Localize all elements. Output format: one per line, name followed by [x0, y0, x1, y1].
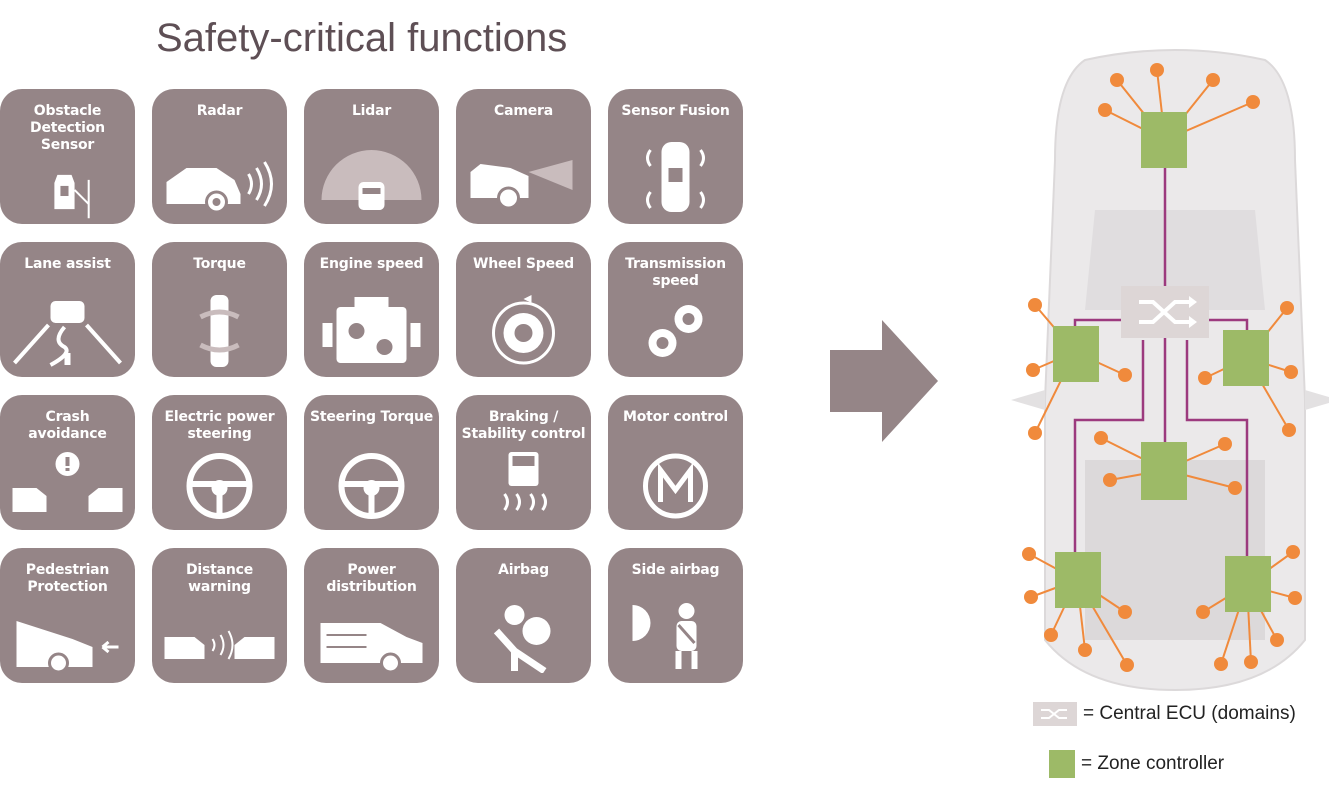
tile-camera: Camera	[456, 89, 591, 224]
tile-braking-stability: Braking / Stability control	[456, 395, 591, 530]
legend-label-zone-controller: = Zone controller	[1081, 753, 1225, 774]
tile-steering-torque: Steering Torque	[304, 395, 439, 530]
obstacle-sensor-icon	[12, 159, 123, 224]
tile-wheel-speed: Wheel Speed	[456, 242, 591, 377]
legend-central-ecu: = Central ECU (domains)	[1033, 699, 1296, 729]
tile-label: Airbag	[498, 562, 549, 578]
wheel-speed-icon	[468, 295, 579, 367]
pedestrian-protection-icon	[12, 601, 123, 674]
function-grid: Obstacle Detection Sensor Radar Lidar Ca…	[0, 89, 743, 683]
zone-controller-left-rear	[1055, 552, 1101, 608]
tile-power-distribution: Power distribution	[304, 548, 439, 683]
central-ecu-swatch	[1033, 702, 1077, 726]
stability-control-icon	[468, 448, 579, 520]
tile-label: Motor control	[623, 409, 728, 425]
airbag-icon	[468, 601, 579, 674]
radar-icon	[164, 142, 275, 214]
tile-label: Distance warning	[185, 562, 254, 595]
zone-controller-front	[1141, 112, 1187, 168]
tile-label: Sensor Fusion	[621, 103, 730, 119]
tile-label: Torque	[193, 256, 246, 272]
tile-label: Braking / Stability control	[461, 409, 586, 442]
steering-wheel-icon	[164, 448, 275, 520]
tile-pedestrian-protection: Pedestrian Protection	[0, 548, 135, 683]
tile-distance-warning: Distance warning	[152, 548, 287, 683]
tile-label: Wheel Speed	[473, 256, 574, 272]
tile-engine-speed: Engine speed	[304, 242, 439, 377]
camera-icon	[468, 142, 579, 214]
central-ecu	[1121, 286, 1209, 338]
arrow-right-icon	[830, 320, 938, 442]
vehicle-zonal-architecture	[1011, 49, 1329, 692]
engine-icon	[316, 295, 427, 367]
zone-controller-right-rear	[1225, 556, 1271, 612]
page-title: Safety-critical functions	[156, 16, 568, 60]
tile-label: Lidar	[351, 103, 392, 119]
zone-controller-right-mid	[1223, 330, 1269, 386]
gears-icon	[620, 295, 731, 367]
tile-obstacle-detection: Obstacle Detection Sensor	[0, 89, 135, 224]
tile-lane-assist: Lane assist	[0, 242, 135, 377]
tile-electric-power-steering: Electric power steering	[152, 395, 287, 530]
sensor-fusion-icon	[620, 142, 731, 214]
tile-label: Obstacle Detection Sensor	[30, 103, 105, 153]
zone-controller-left-mid	[1053, 326, 1099, 382]
tile-label: Engine speed	[319, 256, 424, 272]
tile-label: Crash avoidance	[28, 409, 107, 442]
zone-controller-swatch	[1049, 750, 1075, 778]
tile-motor-control: Motor control	[608, 395, 743, 530]
sensor-nodes	[1022, 63, 1302, 672]
distance-warning-icon	[164, 601, 275, 673]
tile-crash-avoidance: Crash avoidance	[0, 395, 135, 530]
power-distribution-icon	[316, 601, 427, 674]
tile-label: Power distribution	[326, 562, 417, 595]
crash-avoidance-icon	[12, 448, 123, 520]
tile-label: Transmission speed	[625, 256, 726, 289]
tile-label: Side airbag	[631, 562, 720, 578]
tile-label: Steering Torque	[309, 409, 434, 425]
tile-airbag: Airbag	[456, 548, 591, 683]
tile-transmission-speed: Transmission speed	[608, 242, 743, 377]
tile-torque: Torque	[152, 242, 287, 377]
legend-zone-controller: = Zone controller	[1033, 749, 1224, 779]
zone-controller-center	[1141, 442, 1187, 500]
motor-icon	[620, 448, 731, 520]
steering-torque-icon	[316, 448, 427, 520]
side-airbag-icon	[620, 601, 731, 673]
zone-controllers	[1053, 112, 1271, 612]
tile-sensor-fusion: Sensor Fusion	[608, 89, 743, 224]
tile-label: Camera	[494, 103, 553, 119]
lidar-icon	[316, 142, 427, 214]
tile-label: Lane assist	[24, 256, 111, 272]
tile-label: Radar	[196, 103, 243, 119]
tile-label: Pedestrian Protection	[25, 562, 110, 595]
legend-label-central-ecu: = Central ECU (domains)	[1083, 703, 1296, 724]
tile-side-airbag: Side airbag	[608, 548, 743, 683]
torque-icon	[164, 295, 275, 367]
tile-lidar: Lidar	[304, 89, 439, 224]
lane-assist-icon	[12, 295, 123, 367]
tile-label: Electric power steering	[164, 409, 275, 442]
tile-radar: Radar	[152, 89, 287, 224]
